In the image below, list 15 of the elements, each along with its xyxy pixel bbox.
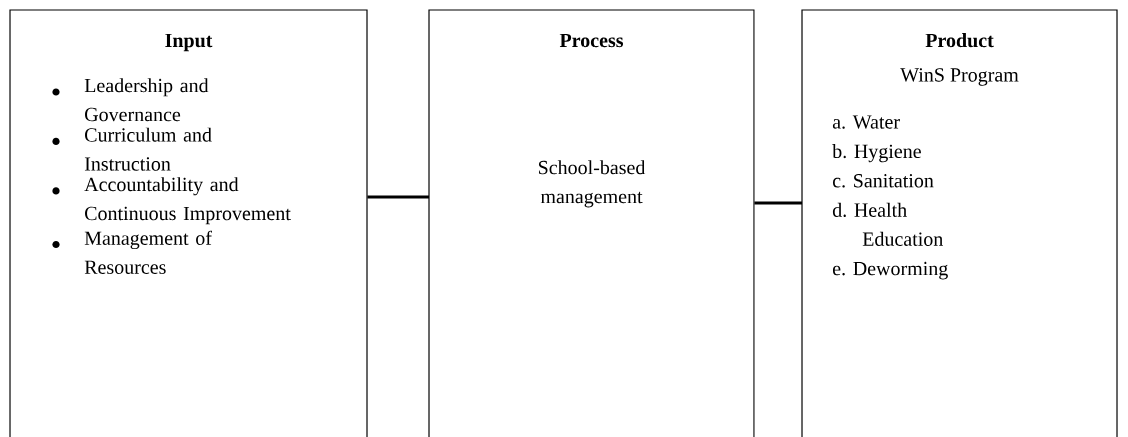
heading: Process	[559, 33, 624, 48]
list-item: Management of Resources	[84, 230, 212, 274]
list-item: Leadership and Governance	[84, 78, 209, 122]
list-item: b. Hygiene	[832, 144, 921, 163]
body-text: School-based management	[538, 160, 646, 208]
list-item: Accountability and Continuous Improvement	[84, 177, 291, 225]
list-item: a. Water	[832, 115, 900, 129]
list-item: c. Sanitation	[833, 174, 934, 188]
list-item: Curriculum and Instruction	[84, 127, 212, 171]
connector-line	[754, 201, 802, 205]
list-item: e. Deworming	[833, 261, 948, 280]
subheading: WinS Program	[900, 68, 1019, 86]
heading: Product	[925, 33, 994, 48]
heading: Input	[165, 33, 213, 52]
connector-line	[367, 195, 429, 199]
